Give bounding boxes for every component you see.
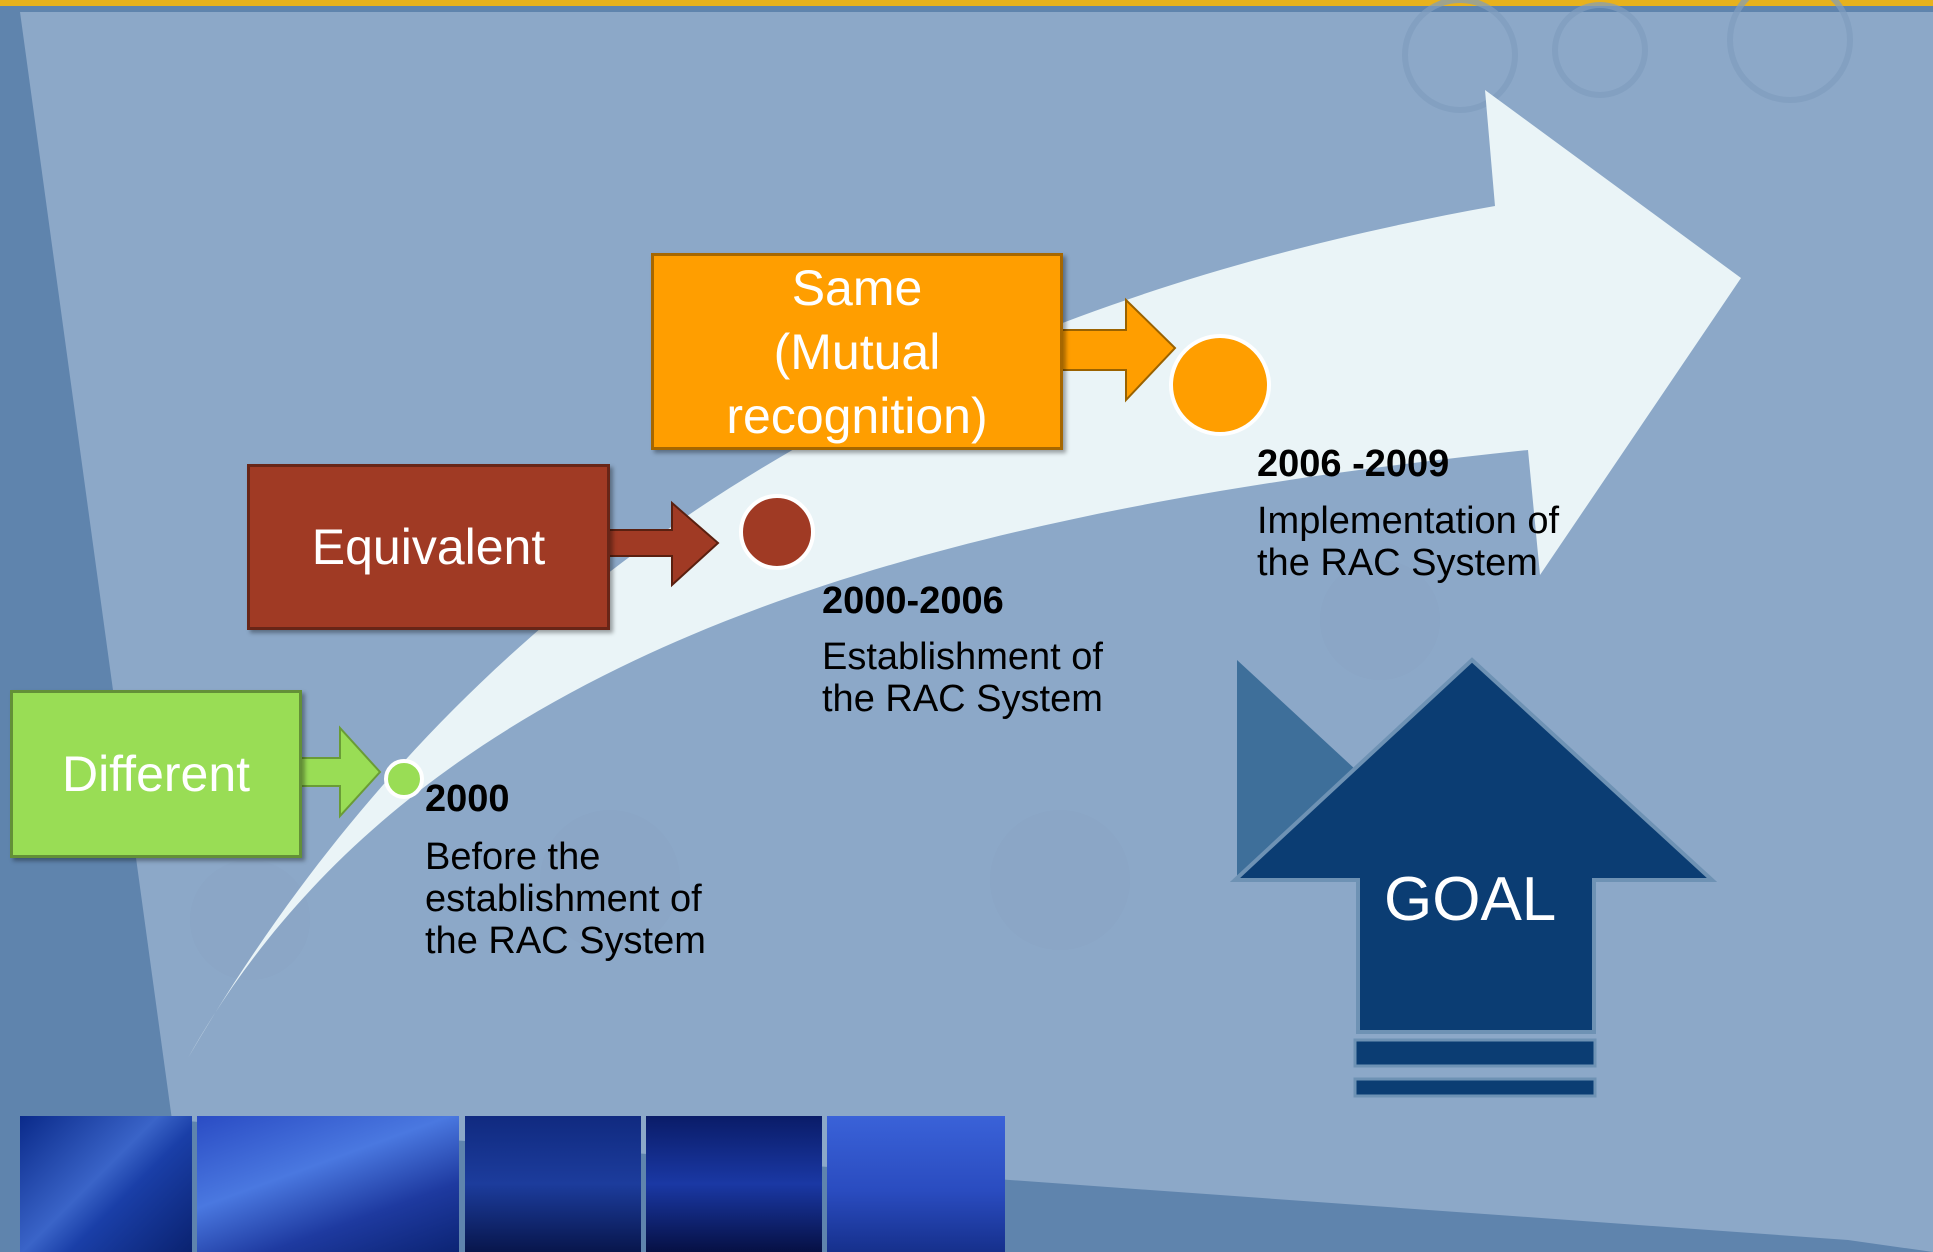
year-2000: 2000 <box>425 778 510 820</box>
goal-bar-1 <box>1353 1038 1597 1068</box>
dot-different <box>384 759 424 799</box>
photo-building <box>20 1116 192 1252</box>
description-line: Implementation of <box>1257 500 1560 542</box>
description-line: the RAC System <box>1257 542 1538 584</box>
gear-watermark <box>1402 0 1853 113</box>
goal-arrow <box>1229 657 1718 1034</box>
year-2006-2009: 2006 -2009 <box>1257 443 1450 485</box>
stage-label-same-line-1: Same <box>791 259 923 316</box>
goal-label: GOAL <box>1384 865 1557 934</box>
progress-arrow <box>188 90 1741 1058</box>
stage-label-different: Different <box>61 746 251 802</box>
photo-airplane <box>197 1116 459 1252</box>
description-line: Before the <box>425 836 601 878</box>
description-line: the RAC System <box>425 920 706 962</box>
stage-box-different: Different <box>10 690 302 858</box>
top-border <box>0 0 1933 6</box>
stage-box-same: Same (Mutual recognition) <box>651 253 1063 450</box>
stage-label-equivalent: Equivalent <box>311 519 546 575</box>
goal-bar-2 <box>1353 1077 1597 1098</box>
stage-box-equivalent: Equivalent <box>247 464 610 630</box>
background-panel <box>20 12 1933 1252</box>
photo-sky <box>827 1116 1005 1252</box>
description-line: the RAC System <box>822 678 1103 720</box>
faint-circles <box>190 560 1440 980</box>
stage-label-same-line-3: recognition) <box>726 387 988 444</box>
dot-same <box>1169 334 1271 436</box>
photo-operations-desk <box>646 1116 822 1252</box>
description-same: Implementation of the RAC System <box>1257 500 1559 584</box>
photo-control-room <box>465 1116 641 1252</box>
description-line: Establishment of <box>822 636 1103 678</box>
description-line: establishment of <box>425 878 702 920</box>
dot-equivalent <box>739 494 815 570</box>
description-equivalent: Establishment of the RAC System <box>822 636 1103 720</box>
year-2000-2006: 2000-2006 <box>822 580 1004 622</box>
description-different: Before the establishment of the RAC Syst… <box>425 836 706 962</box>
stage-label-same-line-2: (Mutual <box>773 323 941 380</box>
